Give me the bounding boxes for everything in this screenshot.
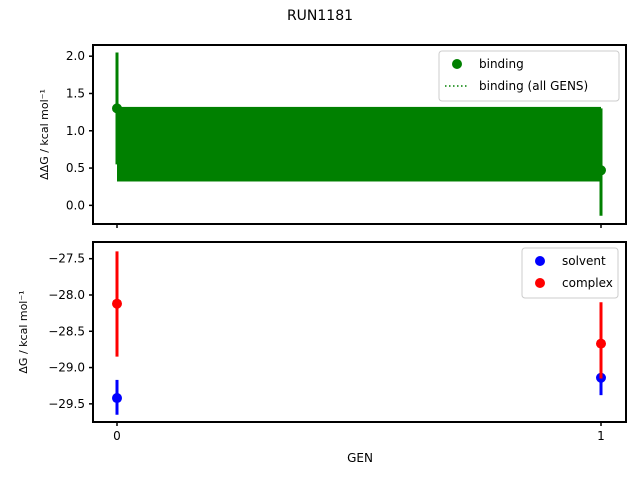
y-tick-label: 1.0 xyxy=(66,124,85,138)
axes-frame xyxy=(92,44,627,225)
legend: solvent complex xyxy=(521,247,619,299)
legend-label: binding xyxy=(479,57,524,71)
data-point xyxy=(596,338,606,349)
y-axis-label: ΔG / kcal mol⁻¹ xyxy=(17,290,30,373)
all-gens-band xyxy=(117,106,601,182)
y-tick-label: −28.0 xyxy=(48,288,85,302)
x-tick-label: 0 xyxy=(113,429,121,443)
legend-label: binding (all GENS) xyxy=(479,79,588,93)
x-tick-label: 1 xyxy=(597,429,605,443)
y-tick-label: −29.5 xyxy=(48,397,85,411)
y-tick-label: −27.5 xyxy=(48,252,85,266)
y-tick-label: 0.0 xyxy=(66,198,85,212)
legend: binding binding (all GENS) xyxy=(438,50,620,102)
y-tick-label: 2.0 xyxy=(66,49,85,63)
data-point xyxy=(112,298,122,309)
y-tick-label: −29.0 xyxy=(48,361,85,375)
figure-title: RUN1181 xyxy=(286,8,354,24)
panel-solvent-complex: −27.5 −28.0 −28.5 −29.0 −29.5 0 1 ΔG / kcal mol… xyxy=(17,241,627,443)
y-tick-label: 0.5 xyxy=(66,161,85,175)
data-point xyxy=(112,393,122,404)
x-axis-label: GEN xyxy=(347,451,373,465)
y-axis-label: ΔΔG / kcal mol⁻¹ xyxy=(38,89,51,180)
y-tick-label: −28.5 xyxy=(48,324,85,338)
legend-label: complex xyxy=(562,276,613,290)
y-tick-label: 1.5 xyxy=(66,86,85,100)
legend-label: solvent xyxy=(562,254,606,268)
